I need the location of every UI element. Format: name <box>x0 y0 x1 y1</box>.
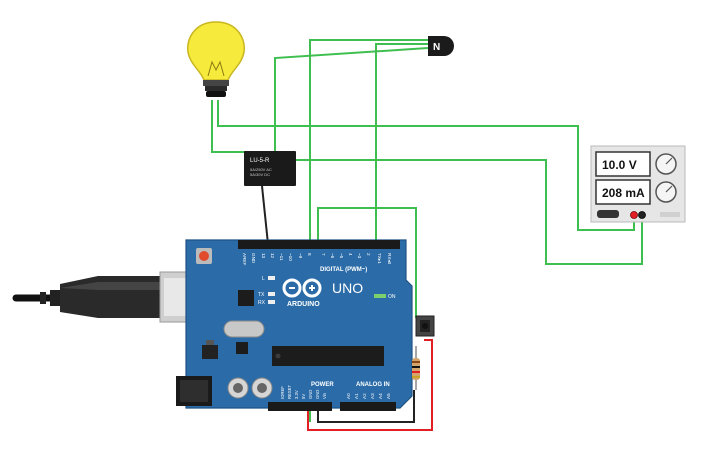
icsp-header <box>236 342 248 354</box>
arduino-model: UNO <box>332 280 363 296</box>
power-pin-labels: IOREF RESET 3.3V 5V GND GND Vin <box>280 385 327 399</box>
pin-label: ~6 <box>330 253 335 259</box>
wire-transistor-pin[interactable] <box>375 43 428 244</box>
pin-label: 8 <box>307 253 312 256</box>
wire-relay-transistor[interactable] <box>274 47 429 152</box>
pin-label: Vin <box>322 392 327 399</box>
pin-label: 4 <box>348 253 353 256</box>
pin-label: ~10 <box>288 253 293 261</box>
light-bulb[interactable] <box>186 21 246 97</box>
negative-terminal[interactable] <box>638 211 646 219</box>
wire-5v-red[interactable] <box>307 339 433 431</box>
tx-led-label: TX <box>258 292 265 298</box>
arduino-board[interactable]: AREF GND 13 12 ~11 ~10 ~9 8 7 ~6 ~5 4 ~3… <box>176 239 413 411</box>
pin-label: TX▸1 <box>377 253 382 264</box>
crystal-oscillator <box>223 320 265 338</box>
pin-label: A4 <box>378 393 383 399</box>
arduino-brand: ARDUINO <box>287 301 320 308</box>
push-button[interactable] <box>415 315 435 337</box>
top-pin-labels: AREF GND 13 12 ~11 ~10 ~9 8 7 ~6 ~5 4 ~3… <box>242 253 392 265</box>
power-header <box>268 402 332 411</box>
relay-spec-2: 5A/30V DC <box>250 172 270 177</box>
pin-label: ~9 <box>298 253 303 259</box>
wire-bulb-relay[interactable] <box>211 100 246 153</box>
wire-ground-bottom[interactable] <box>317 390 415 423</box>
pin-label: A3 <box>370 393 375 399</box>
wire-relay-gnd[interactable] <box>261 185 269 245</box>
wires <box>211 39 643 431</box>
pin-label: RESET <box>287 385 292 399</box>
status-leds: L TX RX ON <box>258 276 396 306</box>
power-header-label: POWER <box>311 382 334 388</box>
analog-pin-labels: A0 A1 A2 A3 A4 A5 <box>346 393 391 399</box>
current-display: 208 mA <box>602 186 645 200</box>
power-switch[interactable] <box>597 210 619 218</box>
pin-label: RX◂0 <box>387 253 392 265</box>
rx-led-label: RX <box>258 300 266 306</box>
pin-label: A0 <box>346 393 351 399</box>
npn-transistor[interactable]: N <box>428 36 454 56</box>
pin-label: AREF <box>242 253 247 265</box>
usb-chip <box>238 290 254 306</box>
voltage-regulator <box>202 345 218 359</box>
pin-label: 13 <box>261 253 266 259</box>
pin-label: IOREF <box>280 386 285 399</box>
usb-cable[interactable] <box>12 271 197 323</box>
l-led-label: L <box>262 276 265 282</box>
power-supply[interactable]: 10.0 V 208 mA <box>590 145 686 223</box>
wire-relay-pin[interactable] <box>290 159 643 265</box>
wire-bulb-supply[interactable] <box>217 100 635 231</box>
pin-label: GND <box>315 390 320 399</box>
pin-label: ~5 <box>339 253 344 259</box>
pin-label: 2 <box>366 253 371 256</box>
pin-label: GND <box>251 253 256 264</box>
resistor[interactable] <box>412 346 420 390</box>
relay-spec-1: 5A/250V AC <box>250 167 272 172</box>
transistor-label: N <box>433 42 440 53</box>
pin-label: 3.3V <box>294 390 299 399</box>
pin-label: A1 <box>354 393 359 399</box>
voltage-display: 10.0 V <box>602 158 637 172</box>
analog-header-label: ANALOG IN <box>356 382 390 388</box>
positive-terminal[interactable] <box>630 211 638 219</box>
pin-label: A2 <box>362 393 367 399</box>
atmega-chip <box>272 346 384 366</box>
arduino-logo <box>282 278 322 298</box>
pin-label: 5V <box>301 394 306 399</box>
wire-button-pin[interactable] <box>317 207 417 318</box>
pin-label: A5 <box>386 393 391 399</box>
pin-label: ~11 <box>279 253 284 261</box>
on-led-label: ON <box>388 294 396 300</box>
relay[interactable]: LU-5-R 5A/250V AC 5A/30V DC <box>244 151 296 186</box>
analog-header <box>340 402 396 411</box>
pin-label: ~3 <box>357 253 362 259</box>
pin-label: GND <box>308 390 313 399</box>
pin-label: 12 <box>270 253 275 259</box>
digital-header <box>238 240 400 249</box>
relay-name: LU-5-R <box>250 158 270 164</box>
pin-label: 7 <box>321 253 326 256</box>
digital-header-label: DIGITAL (PWM~) <box>320 267 367 273</box>
